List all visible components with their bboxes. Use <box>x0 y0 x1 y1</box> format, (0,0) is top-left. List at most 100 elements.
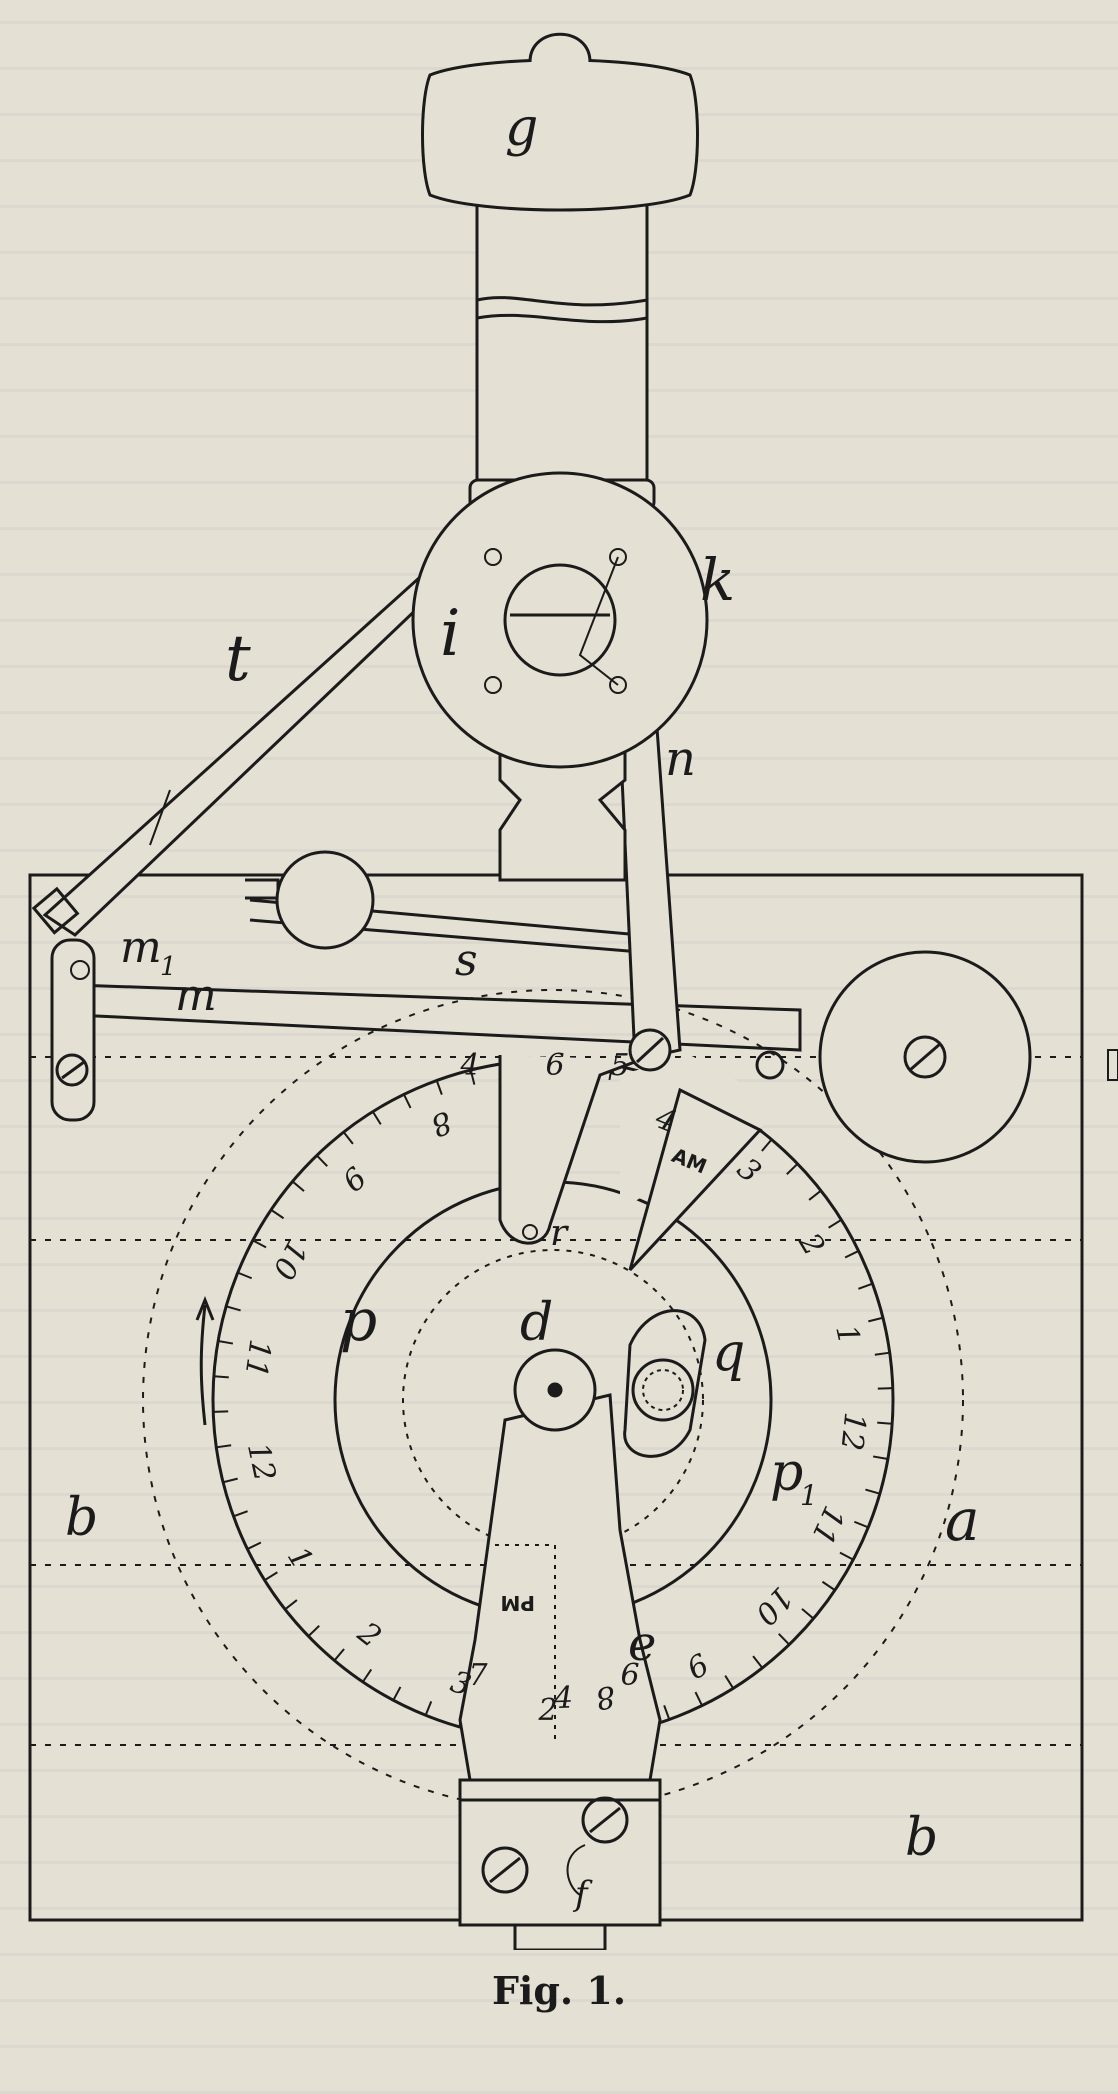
dial-tick <box>821 1580 836 1591</box>
dial-tick <box>872 1455 889 1461</box>
label-p1-sub: 1 <box>800 1479 818 1512</box>
label-t: t <box>225 622 251 696</box>
dial-number-left: 8 <box>426 1103 457 1143</box>
dial-tick <box>877 1421 893 1425</box>
dial-tick <box>786 1163 799 1175</box>
dial-tick <box>284 1599 298 1611</box>
dial-number-left: 2 <box>350 1615 387 1655</box>
dial-tick <box>225 1305 241 1312</box>
dial-tick <box>252 1239 267 1249</box>
dial-tick <box>761 1138 773 1152</box>
pointer-arm <box>498 1055 641 1245</box>
dial-tick <box>724 1675 735 1689</box>
dial-tick <box>868 1316 884 1323</box>
label-k: k <box>700 546 735 614</box>
slot <box>623 1309 707 1458</box>
dial-number-left: 1 <box>280 1541 320 1576</box>
label-b-left: b <box>65 1488 98 1548</box>
dial-tick <box>307 1625 320 1637</box>
dial-tick <box>752 1655 764 1669</box>
top-mark: 5 <box>610 1048 629 1083</box>
figure-caption: Fig. 1. <box>491 1968 627 2013</box>
dial-number-right: 12 <box>833 1411 872 1453</box>
dial-tick <box>403 1093 412 1109</box>
column-upper <box>475 193 649 492</box>
label-m1-sub: 1 <box>160 952 177 982</box>
dial-number-left: 11 <box>237 1337 277 1380</box>
dial-tick <box>858 1282 873 1290</box>
dial-number-left: 9 <box>334 1159 372 1198</box>
knob-g <box>421 58 699 212</box>
label-pm: PM <box>500 1591 535 1615</box>
dial-tick <box>264 1571 278 1582</box>
dial-tick <box>778 1633 790 1646</box>
dial-tick <box>342 1131 354 1145</box>
label-e: e <box>628 1616 656 1672</box>
dial-tick <box>237 1271 253 1280</box>
dial-tick <box>213 1375 229 1379</box>
bracket-m1 <box>50 938 96 1122</box>
dial-number-left: 12 <box>240 1440 282 1485</box>
outer-dashed-circle <box>142 989 964 1811</box>
dial-tick <box>291 1180 305 1192</box>
column-lower <box>498 743 627 882</box>
knob-q <box>631 1358 695 1422</box>
label-p: p <box>340 1286 377 1354</box>
dial-tick <box>828 1218 842 1229</box>
dial-tick <box>216 1444 232 1449</box>
spindle <box>513 1923 607 1950</box>
dial-tick <box>877 1387 893 1390</box>
dial-tick <box>316 1154 328 1167</box>
dial-tick <box>213 1410 229 1413</box>
dial-tick <box>469 1069 476 1085</box>
dial-tick <box>424 1700 433 1716</box>
dial-number-right: 10 <box>748 1580 800 1632</box>
dial-tick <box>865 1488 881 1495</box>
label-p1: p <box>770 1443 803 1503</box>
dial-tick <box>246 1541 262 1550</box>
dial-tick <box>270 1209 285 1220</box>
dial-tick <box>844 1250 860 1259</box>
mechanism-diagram: g k i t n m 1 m s d q p p 1 a b b e f r … <box>28 32 1118 1950</box>
weight-ball <box>275 850 375 950</box>
lever-e <box>458 1393 662 1782</box>
label-r: r <box>550 1213 569 1254</box>
label-m1: m <box>120 922 162 973</box>
dial-tick <box>874 1351 890 1356</box>
dial-number-right: 9 <box>680 1645 713 1685</box>
label-m: m <box>175 970 217 1021</box>
dial-tick <box>839 1551 854 1561</box>
dial-number-left: 4 <box>552 1680 573 1716</box>
dial-tick <box>801 1608 815 1620</box>
label-n: n <box>665 731 696 787</box>
dial-tick <box>808 1189 822 1201</box>
dial-tick <box>362 1668 373 1683</box>
dial-number-right: 2 <box>791 1227 831 1262</box>
label-a: a <box>945 1486 980 1554</box>
dial-tick <box>222 1477 238 1484</box>
dial-number-left: 10 <box>265 1235 314 1285</box>
dial-tick <box>217 1339 234 1345</box>
dial-tick <box>435 1080 443 1095</box>
bottom-mark: 2 <box>537 1693 557 1728</box>
dial-tick <box>233 1510 248 1518</box>
dial-tick <box>333 1648 345 1662</box>
label-d: d <box>520 1293 553 1353</box>
dial-tick <box>694 1691 703 1707</box>
label-g: g <box>505 98 538 158</box>
label-s: s <box>455 935 478 986</box>
label-q: q <box>712 1323 745 1383</box>
top-mark: 6 <box>545 1048 564 1083</box>
dial-tick <box>853 1520 869 1529</box>
am-pointer <box>628 1087 763 1272</box>
rotation-arrow <box>199 1304 207 1426</box>
dial-tick <box>371 1111 382 1125</box>
top-mark: 4 <box>459 1048 479 1083</box>
bottom-mark: 6 <box>620 1658 639 1693</box>
dial-number-right: 1 <box>828 1322 866 1348</box>
bottom-mark: 7 <box>468 1658 488 1693</box>
label-i: i <box>440 597 460 671</box>
dial-tick <box>392 1686 402 1701</box>
lever-m <box>74 983 802 1052</box>
dial-tick <box>663 1705 671 1720</box>
